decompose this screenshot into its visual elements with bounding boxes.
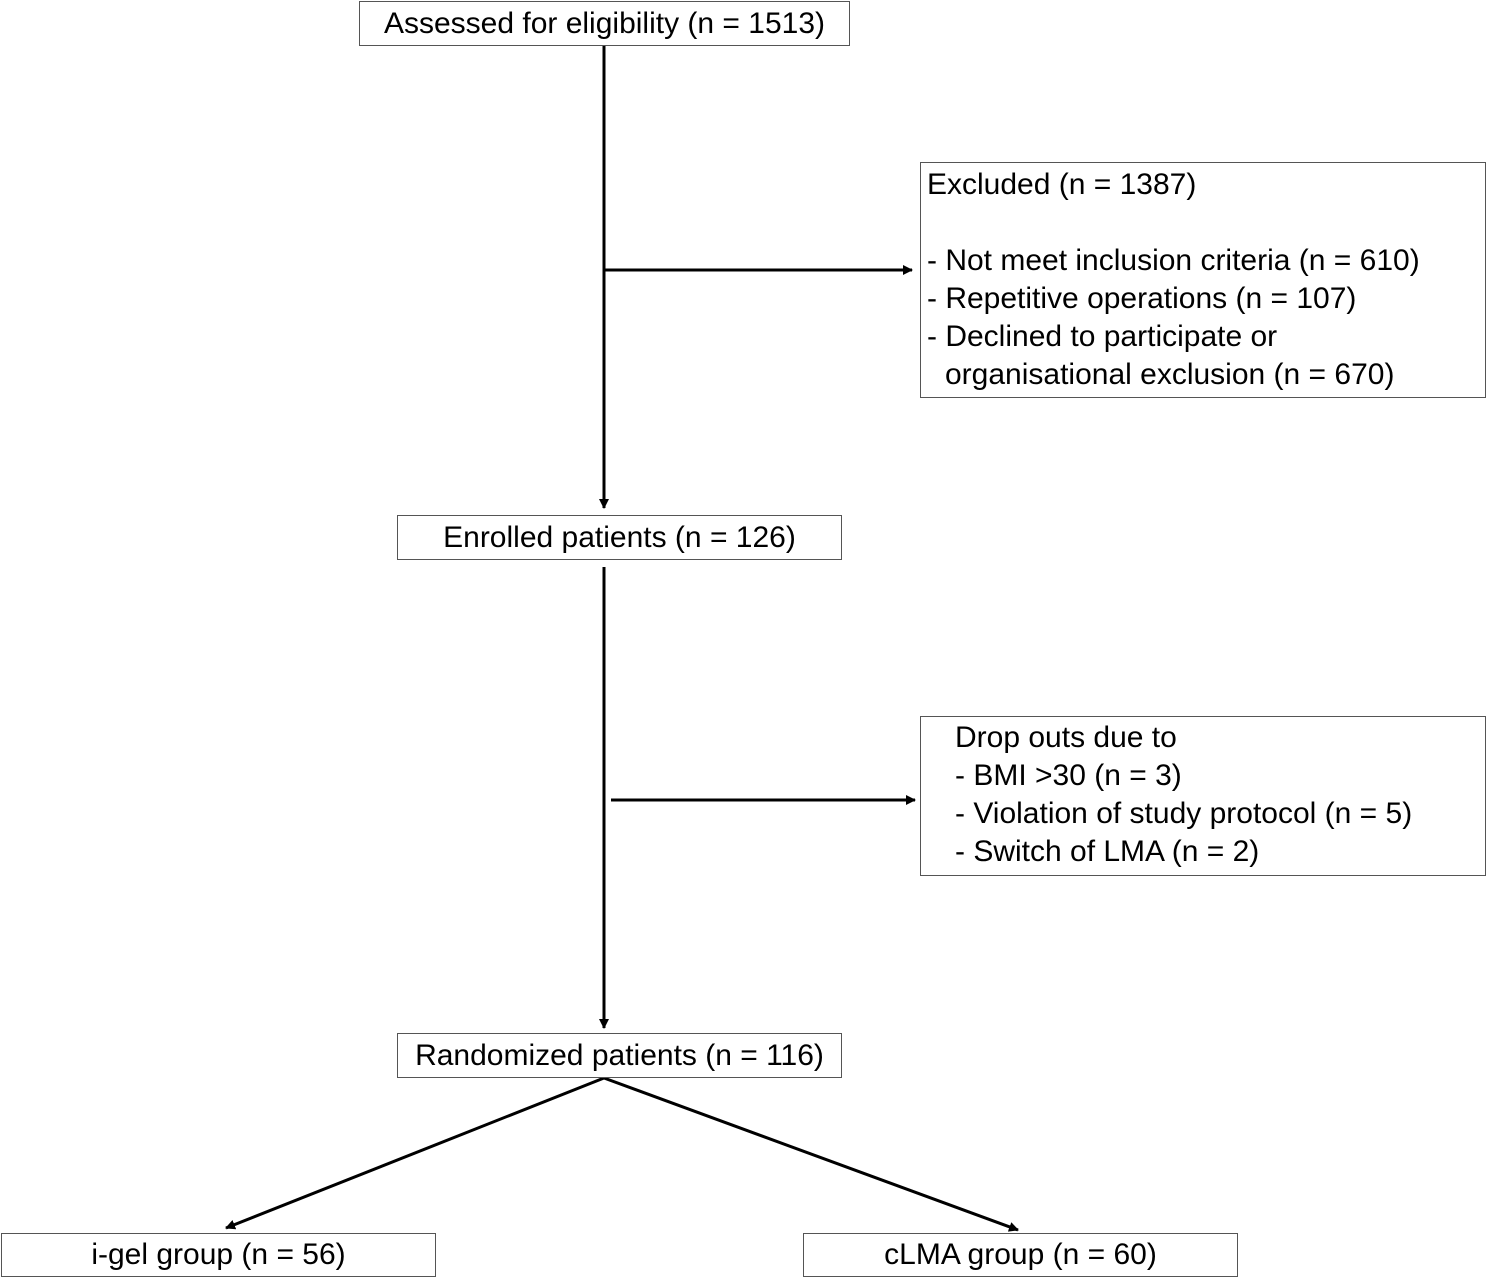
assessed-label: Assessed for eligibility (n = 1513) <box>383 7 826 40</box>
assessed-box: Assessed for eligibility (n = 1513) <box>359 1 850 46</box>
dropouts-item: - BMI >30 (n = 3) <box>955 759 1182 792</box>
arrow-to-clma <box>603 1076 1019 1232</box>
excluded-item: - Repetitive operations (n = 107) <box>927 282 1357 315</box>
excluded-item: - Declined to participate or <box>927 320 1278 353</box>
excluded-item: - Not meet inclusion criteria (n = 610) <box>927 244 1420 277</box>
excluded-box: Excluded (n = 1387) - Not meet inclusion… <box>920 162 1486 398</box>
excluded-item: organisational exclusion (n = 670) <box>945 358 1395 391</box>
igel-group-label: i-gel group (n = 56) <box>91 1238 346 1271</box>
clma-group-box: cLMA group (n = 60) <box>803 1233 1238 1277</box>
dropouts-item: - Switch of LMA (n = 2) <box>955 835 1260 868</box>
excluded-heading: Excluded (n = 1387) <box>927 168 1197 201</box>
randomized-label: Randomized patients (n = 116) <box>415 1039 824 1072</box>
arrow-to-igel <box>225 1076 605 1230</box>
enrolled-box: Enrolled patients (n = 126) <box>397 515 842 560</box>
dropouts-item: - Violation of study protocol (n = 5) <box>955 797 1413 830</box>
enrolled-label: Enrolled patients (n = 126) <box>443 521 796 554</box>
randomized-box: Randomized patients (n = 116) <box>397 1033 842 1078</box>
dropouts-box: Drop outs due to - BMI >30 (n = 3) - Vio… <box>920 716 1486 876</box>
dropouts-heading: Drop outs due to <box>955 721 1177 754</box>
excluded-spacer <box>927 204 1485 242</box>
igel-group-box: i-gel group (n = 56) <box>1 1233 436 1277</box>
clma-group-label: cLMA group (n = 60) <box>884 1238 1157 1271</box>
